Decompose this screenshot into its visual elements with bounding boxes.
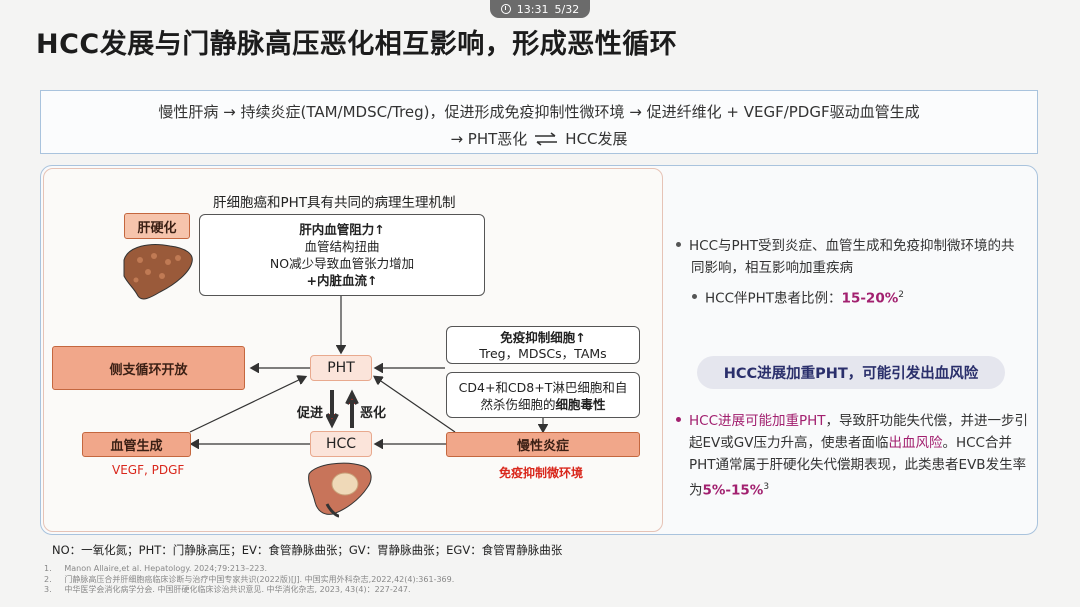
reference-2: 2. 门静脉高压合并肝细胞癌临床诊断与治疗中国专家共识(2022版)[J]. 中… (44, 574, 454, 585)
bullet1-line2: 同影响，相互影响加重疾病 (691, 260, 853, 276)
callout-pill: HCC进展加重PHT，可能引发出血风险 (697, 356, 1005, 389)
mechanism-line-2: 血管结构扭曲 (304, 239, 380, 254)
arrow-angio-to-pht (189, 377, 305, 433)
hcc-liver-icon (308, 462, 372, 518)
bullet-dot-icon (676, 416, 681, 422)
bullet-shared-mechanism: HCC与PHT受到炎症、血管生成和免疫抑制微环境的共 同影响，相互影响加重疾病 (676, 235, 1026, 279)
ref-num: 3. (44, 585, 52, 594)
bullet-dot-icon (676, 241, 681, 247)
bidirectional-arrow-icon (535, 131, 558, 146)
cytotox-line-2a: 然杀伤细胞的 (480, 397, 556, 412)
ref-text: Manon Allaire,et al. Hepatology. 2024;79… (64, 564, 268, 573)
mechanism-line-1: 肝内血管阻力↑ (299, 222, 385, 237)
b2-l3: PHT通常属于肝硬化失代偿期表现，此类患者EVB发生率 (689, 457, 1027, 473)
slide-title: HCC发展与门静脉高压恶化相互影响，形成恶性循环 (36, 29, 678, 60)
player-time: 13:31 (516, 2, 549, 16)
sub-bullet-proportion: HCC伴PHT患者比例：15-20%2 (692, 284, 904, 310)
mechanism-box: 肝内血管阻力↑ 血管结构扭曲 NO减少导致血管张力增加 +内脏血流↑ (199, 214, 485, 296)
mechanism-line-3: NO减少导致血管张力增加 (269, 256, 415, 271)
b2-l2a: 起EV或GV压力升高，使患者面临 (689, 435, 889, 451)
bullet-dot-icon (692, 294, 697, 299)
angiogenesis-factors: VEGF, PDGF (112, 463, 185, 477)
cirrhotic-liver-icon (123, 244, 193, 300)
angiogenesis-box: 血管生成 (82, 432, 191, 457)
b2-l4b: 5%-15% (702, 482, 764, 499)
flow-summary-box: 慢性肝病 → 持续炎症(TAM/MDSC/Treg)，促进形成免疫抑制性微环境 … (40, 90, 1038, 154)
b2-l1b: ，导致肝功能失代偿，并进一步引 (825, 413, 1029, 429)
pht-node: PHT (310, 355, 372, 381)
diagram-heading: 肝细胞癌和PHT具有共同的病理生理机制 (213, 195, 456, 211)
immune-suppressor-box: 免疫抑制细胞↑ Treg，MDSCs，TAMs (446, 326, 640, 364)
collateral-circulation-box: 侧支循环开放 (52, 346, 245, 390)
hcc-node: HCC (310, 431, 372, 457)
proportion-ref: 2 (898, 290, 904, 300)
proportion-label: HCC伴PHT患者比例： (705, 290, 842, 307)
red-bidirectional-arrows-icon (326, 389, 359, 429)
flow-hcc-develop: HCC发展 (565, 130, 628, 148)
cirrhosis-label: 肝硬化 (124, 213, 190, 239)
ref-text: 中华医学会消化病学分会. 中国肝硬化临床诊治共识意见. 中华消化杂志, 2023… (64, 585, 411, 594)
chronic-inflammation-box: 慢性炎症 (446, 432, 640, 457)
cytotox-line-2b: 细胞毒性 (555, 397, 606, 412)
promote-label: 促进 (297, 406, 324, 421)
proportion-value: 15-20% (841, 290, 899, 307)
bullet-hcc-progression: HCC进展可能加重PHT，导致肝功能失代偿，并进一步引 起EV或GV压力升高，使… (676, 410, 1036, 502)
cytotoxicity-box: CD4+和CD8+T淋巴细胞和自 然杀伤细胞的细胞毒性 (446, 372, 640, 418)
reference-3: 3. 中华医学会消化病学分会. 中国肝硬化临床诊治共识意见. 中华消化杂志, 2… (44, 584, 411, 595)
flow-line-2: → PHT恶化 HCC发展 (41, 128, 1037, 149)
immunosuppressive-microenv: 免疫抑制微环境 (499, 466, 584, 480)
player-time-indicator: 13:31 5/32 (490, 0, 590, 18)
mechanism-line-4: +内脏血流↑ (306, 273, 378, 288)
cytotox-line-2: 然杀伤细胞的细胞毒性 (447, 396, 639, 413)
flow-pht-worsen: → PHT恶化 (450, 130, 528, 148)
cytotox-line-1: CD4+和CD8+T淋巴细胞和自 (458, 380, 628, 395)
abbreviation-footnote: NO：一氧化氮；PHT：门静脉高压；EV：食管静脉曲张；GV：胃静脉曲张；EGV… (52, 543, 563, 557)
bullet1-line1: HCC与PHT受到炎症、血管生成和免疫抑制微环境的共 (689, 238, 1015, 254)
ref-num: 2. (44, 575, 52, 584)
ref-text: 门静脉高压合并肝细胞癌临床诊断与治疗中国专家共识(2022版)[J]. 中国实用… (64, 575, 455, 584)
b2-l1a: HCC进展可能加重PHT (689, 413, 826, 429)
b2-l4a: 为 (689, 482, 703, 499)
reference-1: 1. Manon Allaire,et al. Hepatology. 2024… (44, 564, 267, 573)
clock-icon (500, 4, 511, 14)
b2-l4c: 3 (763, 482, 770, 492)
ref-num: 1. (44, 564, 52, 573)
immune-title: 免疫抑制细胞↑ (500, 330, 586, 345)
page-counter: 5/32 (554, 2, 580, 16)
immune-cells: Treg，MDSCs，TAMs (479, 346, 607, 361)
b2-l2c: 。HCC合并 (942, 435, 1012, 451)
worsen-label: 恶化 (360, 406, 387, 421)
flow-line-1: 慢性肝病 → 持续炎症(TAM/MDSC/Treg)，促进形成免疫抑制性微环境 … (158, 103, 920, 121)
arrow-inflam-to-pht (375, 377, 456, 433)
b2-l2b: 出血风险 (888, 435, 943, 451)
